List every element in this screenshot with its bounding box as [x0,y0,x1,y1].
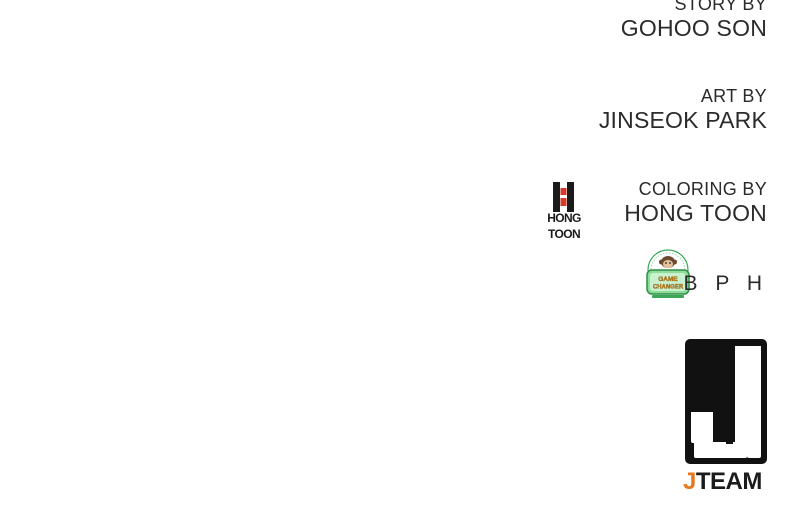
bph-label: B P H [683,272,768,295]
svg-text:GAME: GAME [658,276,678,283]
credit-story: STORY BY GOHOO SON [621,0,767,41]
svg-text:CHANGER: CHANGER [653,285,684,291]
credit-art: ART BY JINSEOK PARK [599,85,767,133]
hongtoon-mark-icon [553,182,574,212]
jteam-logo [682,338,772,498]
hongtoon-label-line1: HONG [547,211,581,225]
credit-role-art: ART BY [700,86,767,106]
credit-role-story: STORY BY [674,0,767,14]
jteam-wordmark: JTEAM [683,468,762,496]
hongtoon-logo: HONG TOON [543,182,587,242]
credit-role-coloring: COLORING BY [638,179,767,199]
hongtoon-label-line2: TOON [547,227,581,241]
jteam-wordmark-rest: TEAM [695,468,763,495]
jteam-mark-icon [685,339,767,464]
credit-name-coloring: HONG TOON [624,200,767,226]
credit-name-story: GOHOO SON [620,15,767,41]
jteam-wordmark-j: J [683,468,696,495]
game-changer-logo: GAME CHANGER [644,248,692,302]
credit-coloring: COLORING BY HONG TOON [624,178,767,226]
game-changer-badge-icon: GAME CHANGER [646,249,690,298]
credit-name-art: JINSEOK PARK [598,107,767,133]
